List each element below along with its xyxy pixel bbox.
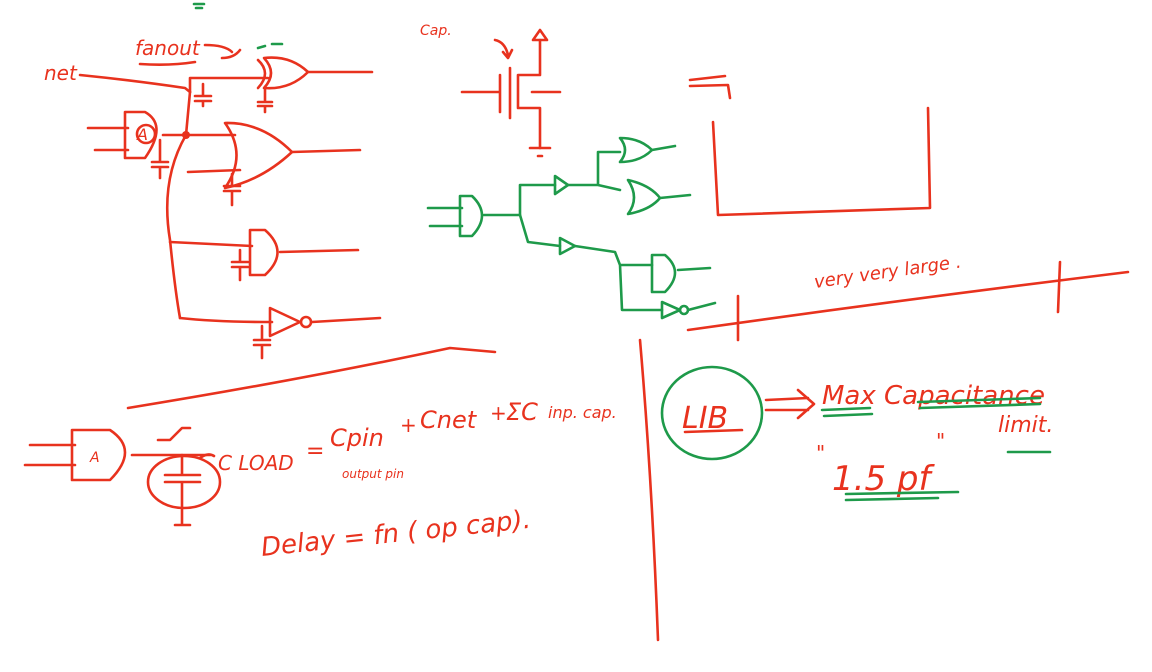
trunk-wire: [165, 133, 188, 320]
very-large-label: very very large .: [813, 252, 963, 293]
transistor-gate: [460, 66, 512, 120]
green-or-2: [626, 178, 662, 216]
plus-1: +: [400, 413, 417, 437]
lib-section: LIB Max Capacitance limit. " 1.5 pf ": [660, 365, 1053, 502]
load-cap: [163, 453, 202, 527]
c-net: Cnet: [420, 406, 478, 434]
step-mark: [156, 426, 192, 442]
green-wire-1: [482, 183, 557, 217]
green-and-2-out: [676, 266, 712, 272]
or-gate-big: [223, 121, 294, 190]
gate-a-label: A: [136, 125, 148, 144]
mid-and-in: [168, 240, 254, 248]
green-inv-out: [686, 301, 717, 312]
cap-label: Cap.: [420, 23, 452, 39]
lib-underline: [683, 428, 744, 434]
value-underlines: [844, 490, 960, 502]
inv-cap: [252, 324, 272, 360]
or-in2: [186, 168, 242, 174]
c-load-hook: [198, 453, 216, 460]
c-load-label: C LOAD: [218, 451, 294, 475]
or-out: [290, 148, 362, 154]
right-sketch: very very large .: [686, 74, 1130, 342]
xor-gate-top: [262, 56, 310, 90]
vertical-divider: [638, 338, 660, 642]
mid-and-out: [278, 248, 360, 254]
green-or-2-out: [658, 193, 692, 200]
transistor-sketch: Cap.: [420, 23, 562, 158]
load-cap-circle: [146, 454, 222, 510]
and-gate-mid: [248, 228, 279, 277]
limit-label: limit.: [998, 413, 1053, 438]
green-tree: [426, 136, 717, 320]
xor-back-curve: [256, 58, 267, 90]
green-buf-1: [553, 174, 570, 196]
sum-c: ΣC: [506, 398, 538, 426]
mid-and-cap: [230, 248, 250, 282]
net-wire: [78, 73, 192, 94]
green-buf-2: [558, 236, 577, 256]
separator-left: [126, 346, 497, 410]
long-line: [686, 270, 1130, 332]
output-pin: output pin: [342, 467, 404, 481]
inverter-bubble: [299, 315, 313, 329]
fanout-label: fanout: [135, 36, 201, 60]
net-cap: [193, 82, 213, 108]
junction-up: [184, 90, 192, 137]
xor-cap: [256, 86, 274, 114]
green-wire-2: [518, 213, 562, 248]
ground-symbol: [528, 146, 552, 158]
quote-open: ": [816, 441, 825, 465]
inp-cap: inp. cap.: [548, 403, 617, 422]
green-or-1-out: [650, 144, 677, 152]
gate-a-inputs: [86, 126, 130, 152]
red-box: [711, 106, 932, 217]
green-wire-4: [573, 244, 664, 312]
top-mark: [192, 2, 206, 10]
green-inverter: [660, 300, 682, 320]
inverter-bottom: [268, 306, 302, 338]
implies-arrow: [764, 388, 816, 420]
vdd-arrow: [531, 28, 549, 42]
gate-a-circle: [135, 123, 157, 145]
c-pin: Cpin: [330, 424, 384, 452]
delay-equation: Delay = fn ( op cap).: [260, 505, 533, 563]
max-cap-underlines: [820, 396, 1042, 418]
fanout-underline: [138, 60, 197, 66]
lib-circle: [660, 365, 764, 461]
fanout-circuit: net fanout A: [44, 36, 382, 360]
gate-a-cap: [150, 138, 170, 180]
green-and-in: [426, 206, 464, 228]
green-wire-3: [566, 150, 622, 192]
tick-right: [1056, 260, 1062, 314]
fanout-arrow: [203, 43, 242, 60]
box-corner-marks: [688, 74, 732, 100]
or-cap: [222, 172, 242, 207]
green-and-2: [650, 253, 677, 294]
green-and-1: [458, 194, 484, 238]
wire-to-xor: [188, 76, 270, 94]
inv-out: [310, 316, 382, 324]
quote-close: ": [936, 429, 945, 453]
transistor-drain: [516, 38, 542, 150]
plus-2: +: [490, 401, 507, 425]
gate-a2-label: A: [89, 450, 100, 466]
transistor-arrow: [493, 38, 514, 60]
net-label: net: [44, 61, 78, 85]
green-or-1: [618, 136, 654, 164]
and-gate-a2: [70, 428, 127, 482]
eq-equals: =: [306, 439, 324, 464]
green-tick: [256, 42, 284, 50]
inv-in: [178, 316, 274, 324]
load-equation: A C LOAD = Cpin output pin + Cnet + ΣC i…: [23, 398, 617, 563]
gate-a2-inputs: [23, 443, 77, 467]
